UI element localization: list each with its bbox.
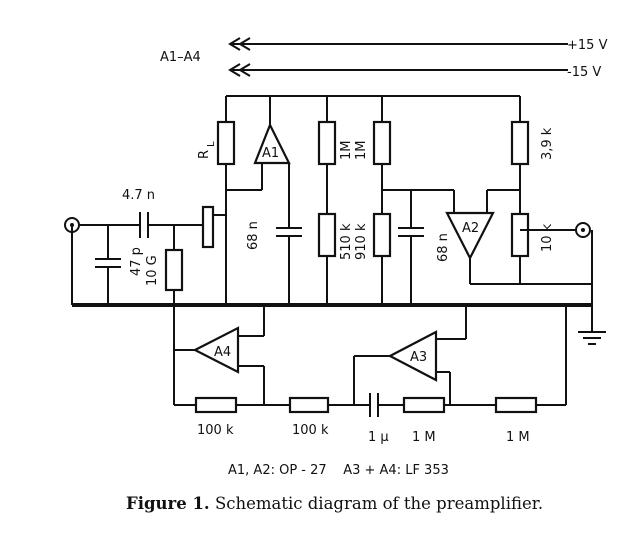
- amplifier-a4-label: A4: [214, 345, 231, 360]
- resistor-1m-top-right: 1M: [354, 96, 392, 214]
- input-fet: [201, 190, 227, 305]
- resistor-910k-value: 910 k: [354, 223, 369, 260]
- supply-rails: A1–A4 +15 V -15 V: [160, 37, 608, 80]
- resistor-3k9-value: 3,9 k: [540, 127, 555, 160]
- opamp-type-note: A1, A2: OP - 27 A3 + A4: LF 353: [228, 463, 449, 478]
- figure-caption: Figure 1. Schematic diagram of the pream…: [126, 494, 543, 513]
- amplifier-a4: A4: [174, 305, 265, 405]
- resistor-1m-bottom-right-value: 1 M: [506, 430, 530, 445]
- capacitor-68n-a2: 68 n: [398, 227, 451, 305]
- ground-icon: [578, 305, 606, 345]
- load-resistor-subscript: L: [206, 141, 217, 147]
- capacitor-68n-a1: 68 n: [246, 221, 302, 305]
- resistor-1m-bottom-left: 1 M: [402, 396, 446, 445]
- resistor-100k-right-value: 100 k: [292, 423, 329, 438]
- resistor-1m-top-left: 1M: [317, 96, 354, 214]
- supply-bus-label: A1–A4: [160, 50, 201, 65]
- resistor-1m-bottom-right: 1 M: [494, 396, 538, 445]
- resistor-1m-top-right-value: 1M: [354, 141, 369, 161]
- resistor-100k-left: 100 k: [194, 396, 238, 438]
- output-connector: [520, 222, 593, 305]
- resistor-1m-top-left-value: 1M: [339, 141, 354, 161]
- resistor-510k: 510 k: [317, 212, 354, 305]
- load-resistor: R L: [197, 96, 236, 190]
- resistor-10g-value: 10 G: [145, 255, 160, 286]
- resistor-10k: 10 k: [510, 212, 555, 284]
- figure-caption-text: Schematic diagram of the preamplifier.: [214, 494, 544, 513]
- amplifier-a1-label: A1: [262, 146, 279, 161]
- amplifier-a2-label: A2: [462, 221, 479, 236]
- capacitor-1u-value: 1 μ: [368, 430, 389, 445]
- load-resistor-label: R: [197, 150, 212, 159]
- amplifier-a1: A1: [226, 96, 291, 228]
- resistor-100k-right: 100 k: [288, 396, 330, 438]
- figure-caption-label: Figure 1.: [126, 494, 210, 513]
- input-capacitor-value: 4.7 n: [122, 188, 155, 203]
- input-capacitor: 4.7 n: [122, 188, 205, 238]
- resistor-910k: 910 k: [354, 212, 392, 305]
- input-connector: [64, 217, 130, 233]
- capacitor-47p: 47 p: [95, 225, 144, 305]
- negative-supply-label: -15 V: [567, 65, 601, 80]
- amplifier-a3-label: A3: [410, 350, 427, 365]
- resistor-100k-left-value: 100 k: [197, 423, 234, 438]
- capacitor-1u: 1 μ: [368, 393, 389, 445]
- resistor-10g: 10 G: [145, 225, 184, 305]
- capacitor-47p-value: 47 p: [129, 247, 144, 276]
- capacitor-68n-a1-value: 68 n: [246, 221, 261, 250]
- capacitor-68n-a2-value: 68 n: [436, 233, 451, 262]
- amplifier-a3: A3: [353, 305, 467, 405]
- resistor-3k9: 3,9 k: [510, 96, 555, 214]
- positive-supply-label: +15 V: [567, 38, 608, 53]
- amplifier-a2: A2: [445, 189, 592, 285]
- resistor-10k-value: 10 k: [540, 223, 555, 252]
- resistor-1m-bottom-left-value: 1 M: [412, 430, 436, 445]
- resistor-510k-value: 510 k: [339, 223, 354, 260]
